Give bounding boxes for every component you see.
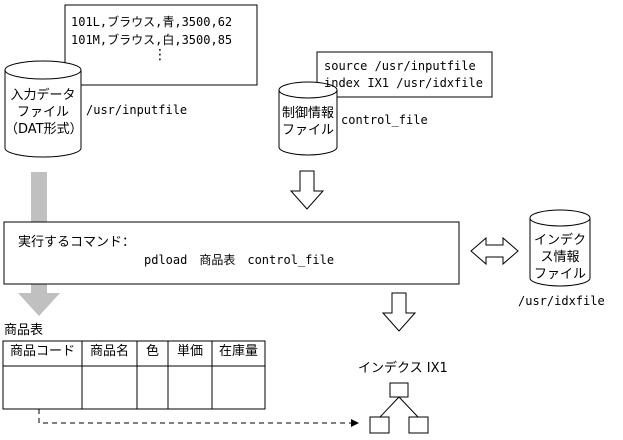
command-index-double-arrow xyxy=(470,236,519,266)
command-to-index-arrow xyxy=(381,292,417,332)
input-file-path: /usr/inputfile xyxy=(86,103,188,117)
column-header: 単価 xyxy=(176,344,203,359)
command-box xyxy=(3,221,460,285)
column-header: 在庫量 xyxy=(218,344,258,359)
control-line-2: index IX1 /usr/idxfile xyxy=(324,76,483,90)
input-data-label-2: ファイル xyxy=(16,105,69,120)
column-header: 商品コード xyxy=(9,344,75,359)
index-tree-icon xyxy=(369,382,429,434)
index-file-cylinder xyxy=(529,209,591,287)
data-sample-box xyxy=(64,4,258,86)
input-data-label-3: （DAT形式） xyxy=(5,122,83,137)
table-name: 商品表 xyxy=(4,323,44,338)
control-line-1: source /usr/inputfile xyxy=(324,59,476,73)
column-header: 色 xyxy=(145,344,159,359)
control-file-label-2: ファイル xyxy=(281,123,334,138)
index-file-path: /usr/idxfile xyxy=(518,294,605,308)
index-file-label-1: インデク xyxy=(533,233,586,248)
command-text: pdload 商品表 control_file xyxy=(144,253,335,267)
control-sample-box xyxy=(316,51,493,98)
continuation-dots: ⋮ xyxy=(153,47,167,63)
control-file-label-1: 制御情報 xyxy=(281,106,334,121)
input-data-cylinder xyxy=(4,60,82,158)
control-file-name: control_file xyxy=(341,113,428,127)
index-file-label-2: ス情報 xyxy=(540,250,580,265)
index-file-label-3: ファイル xyxy=(533,267,586,282)
command-heading: 実行するコマンド： xyxy=(18,235,136,250)
data-line-1: 101L,ブラウス,青,3500,62 xyxy=(71,15,233,29)
index-label: インデクス IX1 xyxy=(358,361,448,376)
control-file-cylinder xyxy=(278,81,338,156)
product-table-grid xyxy=(2,340,266,410)
table-to-index-dashed-arrow xyxy=(38,409,359,427)
column-header: 商品名 xyxy=(89,344,129,359)
input-data-label-1: 入力データ xyxy=(10,88,76,103)
data-line-2: 101M,ブラウス,白,3500,85 xyxy=(71,33,233,47)
control-to-command-arrow xyxy=(289,170,325,210)
